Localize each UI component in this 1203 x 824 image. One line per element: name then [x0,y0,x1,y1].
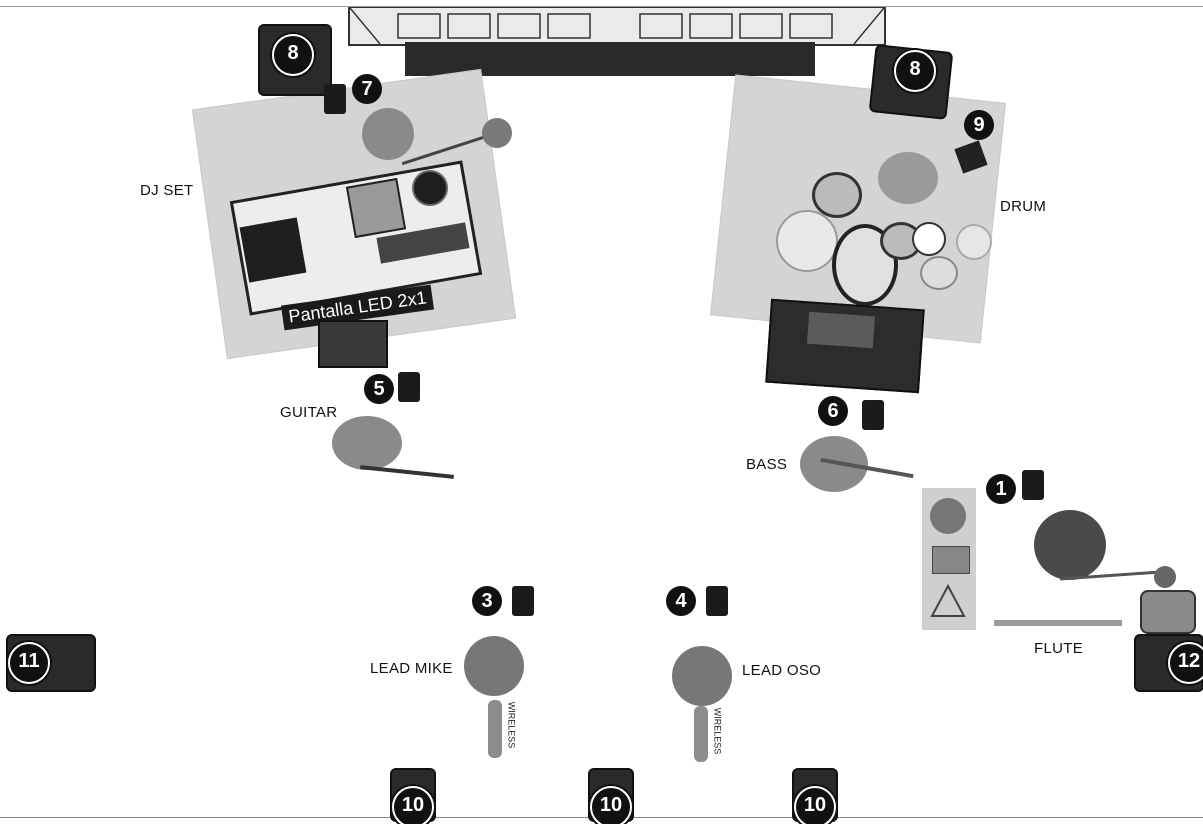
truss-pattern [350,8,884,44]
lead-oso-label: LEAD OSO [742,662,821,679]
bass-wireless-pack [862,400,884,430]
lead-oso-singer [672,646,732,706]
badge-8-left: 8 [272,34,314,76]
badge-8-right: 8 [894,50,936,92]
badge-6: 6 [818,396,848,426]
dj-mic-head [482,118,512,148]
dj-turntable [412,170,448,206]
cajon [932,546,970,574]
flute-wireless-pack [1022,470,1044,500]
lead-oso-wireless-text: WIRELESS [712,708,722,755]
guitar-neck [360,465,454,479]
dj-set-label: DJ SET [140,182,193,199]
flute-label: FLUTE [1034,640,1083,657]
badge-3: 3 [472,586,502,616]
stage-edge-top [0,6,1203,7]
badge-10-left: 10 [392,786,434,824]
tom-1 [812,172,862,218]
guitar-label: GUITAR [280,404,337,421]
lead-mike-singer [464,636,524,696]
ride-cymbal [956,224,992,260]
badge-10-right: 10 [794,786,836,824]
flute-mic-head [1154,566,1176,588]
led-truss [348,6,886,46]
lead-mike-label: LEAD MIKE [370,660,453,677]
guitar-wireless-pack [398,372,420,402]
lead-oso-mic [694,706,708,762]
dj-person [362,108,414,160]
lead-mike-wireless-pack [512,586,534,616]
dj-amp [318,320,388,368]
hand-drum [1140,590,1196,634]
maracas [930,498,966,534]
badge-9: 9 [964,110,994,140]
lead-mike-wireless-text: WIRELESS [506,702,516,749]
badge-12: 12 [1168,642,1203,684]
badge-7: 7 [352,74,382,104]
guitarist [332,416,402,470]
badge-10-center: 10 [590,786,632,824]
lead-mike-mic [488,700,502,758]
dj-wireless-pack [324,84,346,114]
badge-4: 4 [666,586,696,616]
bass-label: BASS [746,456,787,473]
flute-instrument [994,620,1122,626]
flutist [1034,510,1106,580]
drum-label: DRUM [1000,198,1046,215]
badge-5: 5 [364,374,394,404]
floor-tom [920,256,958,290]
badge-1: 1 [986,474,1016,504]
crash-cymbal [776,210,838,272]
lead-oso-wireless-pack [706,586,728,616]
triangle-instrument [928,582,968,622]
drummer [878,152,938,204]
dj-laptop [240,217,307,282]
bass-amp-screen [807,312,875,349]
badge-11: 11 [8,642,50,684]
snare [912,222,946,256]
dj-mixer [346,178,406,238]
